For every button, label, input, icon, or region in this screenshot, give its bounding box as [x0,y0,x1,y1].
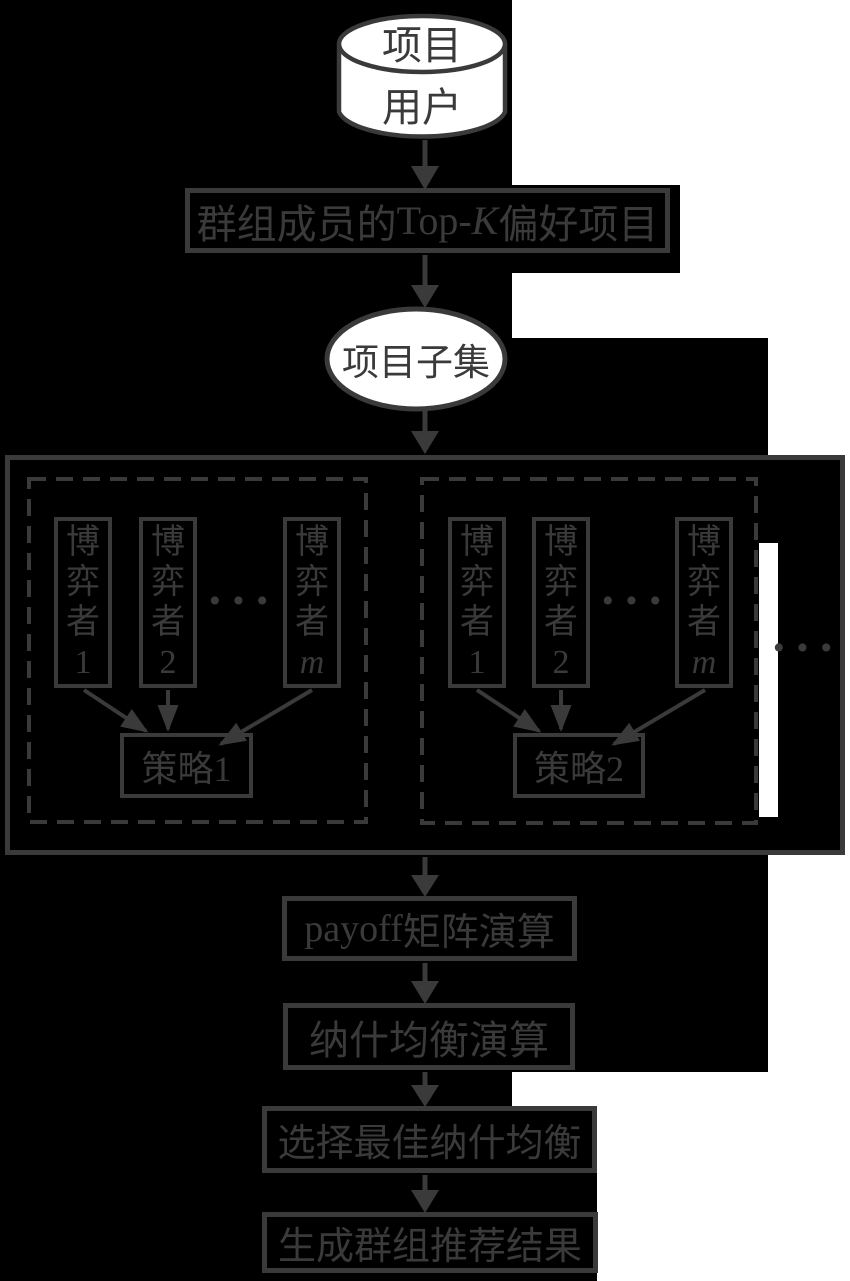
player-char: 弈 [544,563,578,601]
player-char: 博 [687,523,721,561]
arrow-p1m-strategy1 [218,688,314,746]
arrow-p21-strategy2 [475,688,542,733]
player-index: 2 [552,643,570,681]
player-box-1-1 [54,517,112,688]
white-patch-top-right [512,0,850,185]
player-index-m: m [299,643,325,681]
player-char: 者 [66,603,100,641]
select-box-shape [262,1106,597,1173]
strategy-group-2-dashed-box [420,477,758,825]
player-char: 弈 [151,563,185,601]
group2-ellipsis: ··· [599,572,671,628]
nash-box-shape [283,1003,575,1070]
topk-part4: 偏好项目 [498,201,659,247]
player-box-1-m [283,517,341,688]
player-index-m: m [691,643,717,681]
result-box-shape [262,1212,598,1273]
datastore-label-items: 项目 [382,23,462,68]
player-box-2-2 [532,517,590,688]
payoff-box-label: payoff 矩阵演算 [282,896,577,961]
player-char: 弈 [460,563,494,601]
white-patch-beside-ellipse [512,273,850,338]
player-to-strategy-arrows [82,688,707,746]
result-box-label: 生成群组推荐结果 [277,1226,582,1268]
white-patch-bottom-right [597,1106,850,1281]
topk-k-italic: K [471,198,499,243]
strategy-2-label: 策略2 [533,748,624,789]
player-2-1-label: 博 弈 者 1 [450,521,504,684]
player-char: 博 [66,523,100,561]
select-box-label: 选择最佳纳什均衡 [277,1123,582,1165]
arrow-p2m-strategy2 [611,688,707,746]
strategy-1-label: 策略1 [141,748,232,789]
white-patch-right-upper [680,185,850,273]
player-char: 者 [544,603,578,641]
player-char: 博 [151,523,185,561]
player-char: 博 [295,523,329,561]
player-char: 博 [460,523,494,561]
player-char: 者 [687,603,721,641]
group1-ellipsis: ··· [206,572,278,628]
outer-ellipsis: ··· [770,619,842,675]
player-char: 者 [295,603,329,641]
player-char: 弈 [687,563,721,601]
player-box-2-1 [448,517,506,688]
player-1-m-label: 博 弈 者 m [285,521,339,684]
arrow-p11-strategy1 [82,688,149,733]
item-subset-label: 项目子集 [342,343,490,384]
topk-part1: 群组成员的 [196,201,397,247]
player-index: 2 [159,643,177,681]
arrowhead-5 [411,981,439,1004]
arrowhead-1 [411,166,439,190]
strategy-group-1-dashed-box [27,477,368,824]
player-char: 者 [151,603,185,641]
player-index: 1 [468,643,486,681]
arrowhead-6 [411,1085,439,1107]
topk-box-shape [185,188,670,253]
white-patch-bottom-band [512,1072,850,1106]
arrowhead-3 [411,431,439,454]
player-box-1-2 [139,517,197,688]
player-index: 1 [74,643,92,681]
player-char: 弈 [66,563,100,601]
player-1-2-label: 博 弈 者 2 [141,521,195,684]
topk-part2: Top- [396,198,472,243]
white-bar-partial-group [759,543,778,817]
payoff-box-shape [282,896,577,961]
player-char: 者 [460,603,494,641]
arrowhead-7 [411,1190,439,1213]
player-box-2-m [675,517,733,688]
player-char: 博 [544,523,578,561]
nash-box-label: 纳什均衡演算 [309,1017,549,1063]
arrowhead-2 [411,285,439,308]
item-subset-ellipse-shape [324,306,508,412]
datastore-cylinder-top [336,13,508,75]
payoff-latin: payoff [304,907,403,950]
arrowhead-4 [411,875,439,897]
player-2-m-label: 博 弈 者 m [677,521,731,684]
datastore-label-users: 用户 [382,85,462,130]
main-flow-arrowheads [411,166,439,1213]
player-2-2-label: 博 弈 者 2 [534,521,588,684]
payoff-cjk: 矩阵演算 [402,912,555,954]
player-1-1-label: 博 弈 者 1 [56,521,110,684]
player-char: 弈 [295,563,329,601]
